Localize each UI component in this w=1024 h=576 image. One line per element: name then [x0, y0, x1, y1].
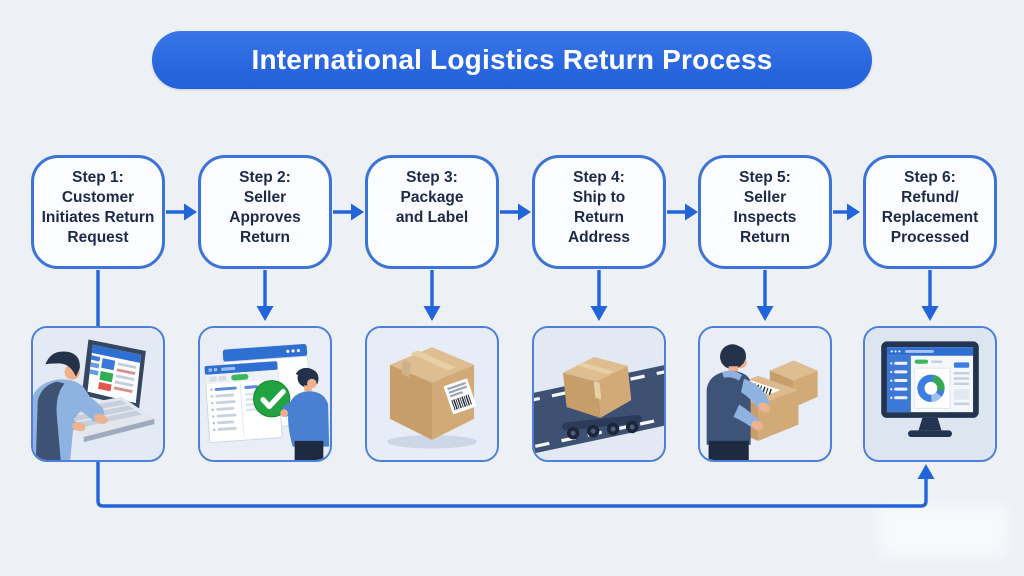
arrow-step6-to-illustration-icon [921, 270, 939, 321]
inspector-person [706, 344, 770, 460]
step-6-label: Step 6: Refund/ Replacement Processed [881, 169, 979, 247]
refund-pie-chart-icon [917, 374, 945, 402]
watermark-remnant [878, 505, 1008, 557]
illustration-box-3 [365, 326, 499, 462]
arrow-step4-to-illustration-icon [590, 270, 608, 321]
seller-person [280, 367, 330, 460]
monitor-icon [881, 341, 979, 438]
arrow-step2-to-illustration-icon [256, 270, 274, 321]
illustration-box-2 [198, 326, 332, 462]
arrow-step1-to-step2-icon [166, 203, 197, 221]
illustration-box-5 [698, 326, 832, 462]
arrow-step4-to-step5-icon [667, 203, 698, 221]
shipping-label-icon [443, 378, 477, 415]
step-1-label: Step 1: Customer Initiates Return Reques… [41, 169, 155, 247]
illustration-box-6 [863, 326, 997, 462]
arrow-step3-to-step4-icon [500, 203, 531, 221]
ship-to-return-address-illustration [534, 328, 664, 460]
seller-inspects-return-illustration [700, 328, 830, 460]
step-box-6: Step 6: Refund/ Replacement Processed [863, 155, 997, 269]
arrow-step5-to-step6-icon [833, 203, 860, 221]
step-box-5: Step 5: Seller Inspects Return [698, 155, 832, 269]
step-3-label: Step 3: Package and Label [395, 169, 469, 227]
feedback-loop-arrow [96, 270, 935, 508]
refund-replacement-processed-illustration [865, 328, 995, 460]
seller-approves-return-illustration [200, 328, 330, 460]
arrow-step2-to-step3-icon [333, 203, 364, 221]
illustration-box-1 [31, 326, 165, 462]
page-title-text: International Logistics Return Process [251, 44, 773, 75]
customer-person [33, 351, 108, 460]
step-box-2: Step 2: Seller Approves Return [198, 155, 332, 269]
step-box-4: Step 4: Ship to Return Address [532, 155, 666, 269]
approved-check-icon [253, 380, 291, 418]
package-and-label-illustration [367, 328, 497, 460]
cart-with-box-icon [561, 356, 642, 440]
step-box-3: Step 3: Package and Label [365, 155, 499, 269]
step-box-1: Step 1: Customer Initiates Return Reques… [31, 155, 165, 269]
customer-initiates-return-illustration [33, 328, 163, 460]
arrow-step3-to-illustration-icon [423, 270, 441, 321]
illustration-box-4 [532, 326, 666, 462]
step-2-label: Step 2: Seller Approves Return [229, 169, 301, 247]
step-5-label: Step 5: Seller Inspects Return [733, 169, 797, 247]
arrow-step5-to-illustration-icon [756, 270, 774, 321]
cart-wheels [566, 420, 639, 440]
step-4-label: Step 4: Ship to Return Address [567, 169, 631, 247]
page-title: International Logistics Return Process [152, 31, 872, 89]
